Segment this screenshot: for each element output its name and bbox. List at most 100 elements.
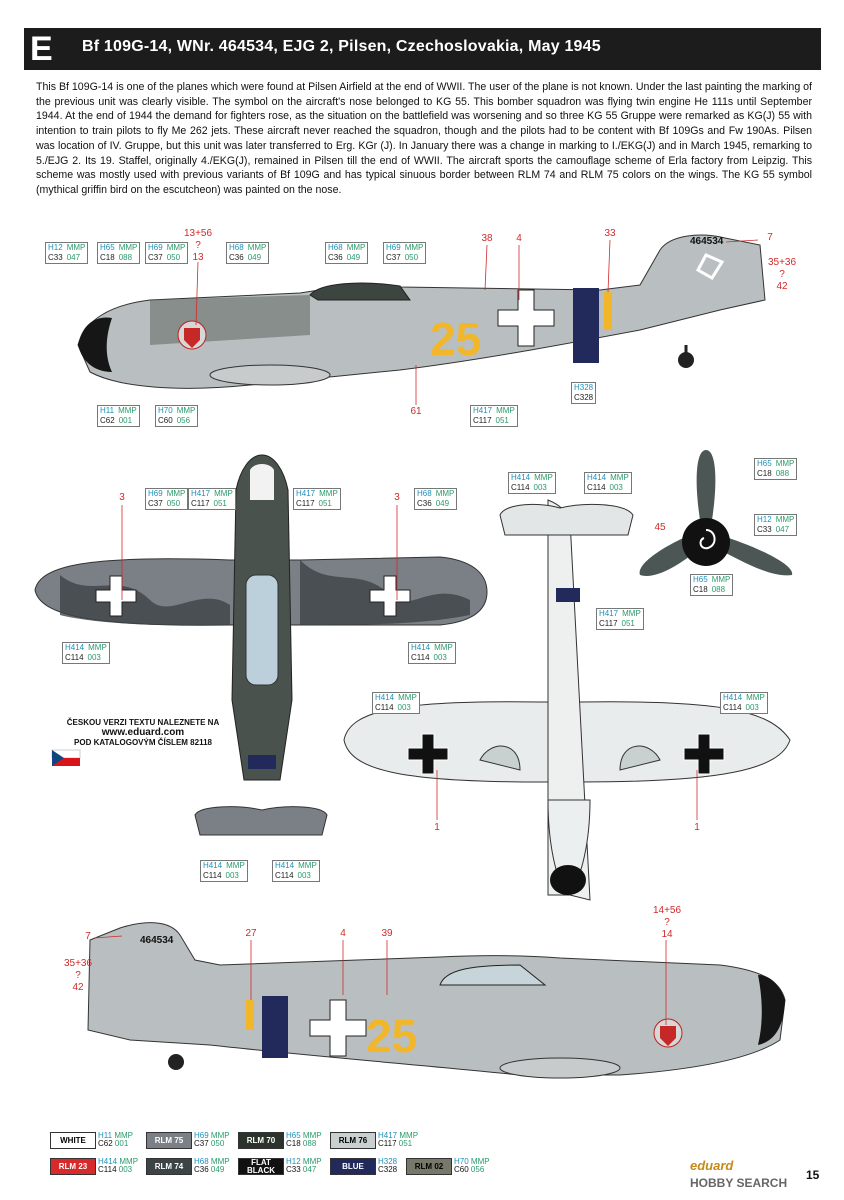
code-h: H65 [100, 243, 115, 252]
swatch-chip: RLM 76 [330, 1132, 376, 1149]
czech-note-url[interactable]: www.eduard.com [101, 727, 185, 738]
code-h: H69 [386, 243, 401, 252]
code-h: H414 [411, 643, 431, 652]
swatch-code-row: C18 088 [286, 1139, 317, 1148]
swatch-chip: FLAT BLACK [238, 1158, 284, 1175]
swatch-code-row: C60 056 [454, 1165, 485, 1174]
callout-text: ? [195, 240, 201, 251]
code-mmp: MMP [88, 643, 107, 652]
code-m: 088 [775, 469, 790, 478]
code-mmp: MMP [166, 489, 186, 498]
czech-note: ČESKOU VERZI TEXTU NALEZNETE NA www.edua… [48, 718, 238, 748]
swatch-chip: BLUE [330, 1158, 376, 1175]
code-c: C18 [757, 469, 772, 478]
code-m: 003 [397, 703, 411, 712]
code-c: C328 [574, 393, 594, 402]
code-c: C33 [757, 525, 772, 534]
code-m: 049 [435, 499, 450, 508]
swatch-chip: RLM 74 [146, 1158, 192, 1175]
code-m: 003 [225, 871, 239, 880]
side-number-bottom: 25 [366, 1010, 417, 1062]
callout-3-right: 3 [394, 492, 400, 503]
code-m: 050 [166, 499, 181, 508]
code-h: H414 [723, 693, 743, 702]
code-m: 003 [745, 703, 759, 712]
code-m: 003 [533, 483, 547, 492]
code-m: 088 [118, 253, 133, 262]
code-m: 047 [775, 525, 790, 534]
code-mmp: MMP [404, 243, 424, 252]
profile-letter: E [30, 30, 53, 68]
callout-text: ? [75, 970, 81, 981]
left-side-profile: 25 464534 [77, 234, 766, 389]
code-h: H414 [587, 473, 607, 482]
code-h: H68 [328, 243, 343, 252]
code-mmp: MMP [610, 473, 629, 482]
code-h: H69 [148, 489, 163, 498]
code-c: C37 [148, 253, 163, 262]
code-h: H414 [511, 473, 531, 482]
code-c: C114 [587, 483, 606, 492]
right-side-profile: 25 464534 [87, 922, 786, 1079]
code-c: C117 [296, 499, 315, 508]
swatch-codes: H328 C328 [378, 1158, 397, 1175]
code-m: 003 [609, 483, 623, 492]
callout-text: 42 [776, 281, 788, 292]
code-mmp: MMP [346, 243, 366, 252]
swatch-code-row: H414 MMP [98, 1157, 139, 1166]
callout-45: 45 [654, 522, 666, 533]
code-h: H65 [693, 575, 708, 584]
callout-27: 27 [245, 928, 257, 939]
code-mmp: MMP [66, 243, 86, 252]
code-m: 003 [297, 871, 311, 880]
code-mmp: MMP [118, 406, 137, 415]
code-h: H417 [296, 489, 316, 498]
swatch-chip: WHITE [50, 1132, 96, 1149]
code-c: C114 [275, 871, 294, 880]
code-c: C37 [148, 499, 163, 508]
profile-header: E Bf 109G-14, WNr. 464534, EJG 2, Pilsen… [24, 28, 821, 70]
code-mmp: MMP [622, 609, 641, 618]
swatch-chip: RLM 23 [50, 1158, 96, 1175]
propeller-view [639, 450, 793, 576]
code-mmp: MMP [398, 693, 417, 702]
swatch-code-row: C37 050 [194, 1139, 225, 1148]
code-m: 056 [176, 416, 191, 425]
code-c: C36 [328, 253, 343, 262]
swatch-code-row: H68 MMP [194, 1157, 230, 1166]
callout-1-right: 1 [694, 822, 700, 833]
code-c: C117 [191, 499, 210, 508]
code-m: 051 [318, 499, 332, 508]
code-mmp: MMP [746, 693, 765, 702]
swatch-chip: RLM 02 [406, 1158, 452, 1175]
callout-text: ? [779, 269, 785, 280]
code-m: 049 [247, 253, 262, 262]
code-c: C18 [693, 585, 708, 594]
code-m: 050 [166, 253, 181, 262]
swatch-code-row: C62 001 [98, 1139, 129, 1148]
code-m: 051 [213, 499, 227, 508]
code-h: H11 [100, 406, 115, 415]
watermark: HOBBY SEARCH [690, 1176, 788, 1190]
code-h: H414 [275, 861, 295, 870]
swatch-code-row: H417 MMP [378, 1131, 419, 1140]
callout-39: 39 [381, 928, 393, 939]
